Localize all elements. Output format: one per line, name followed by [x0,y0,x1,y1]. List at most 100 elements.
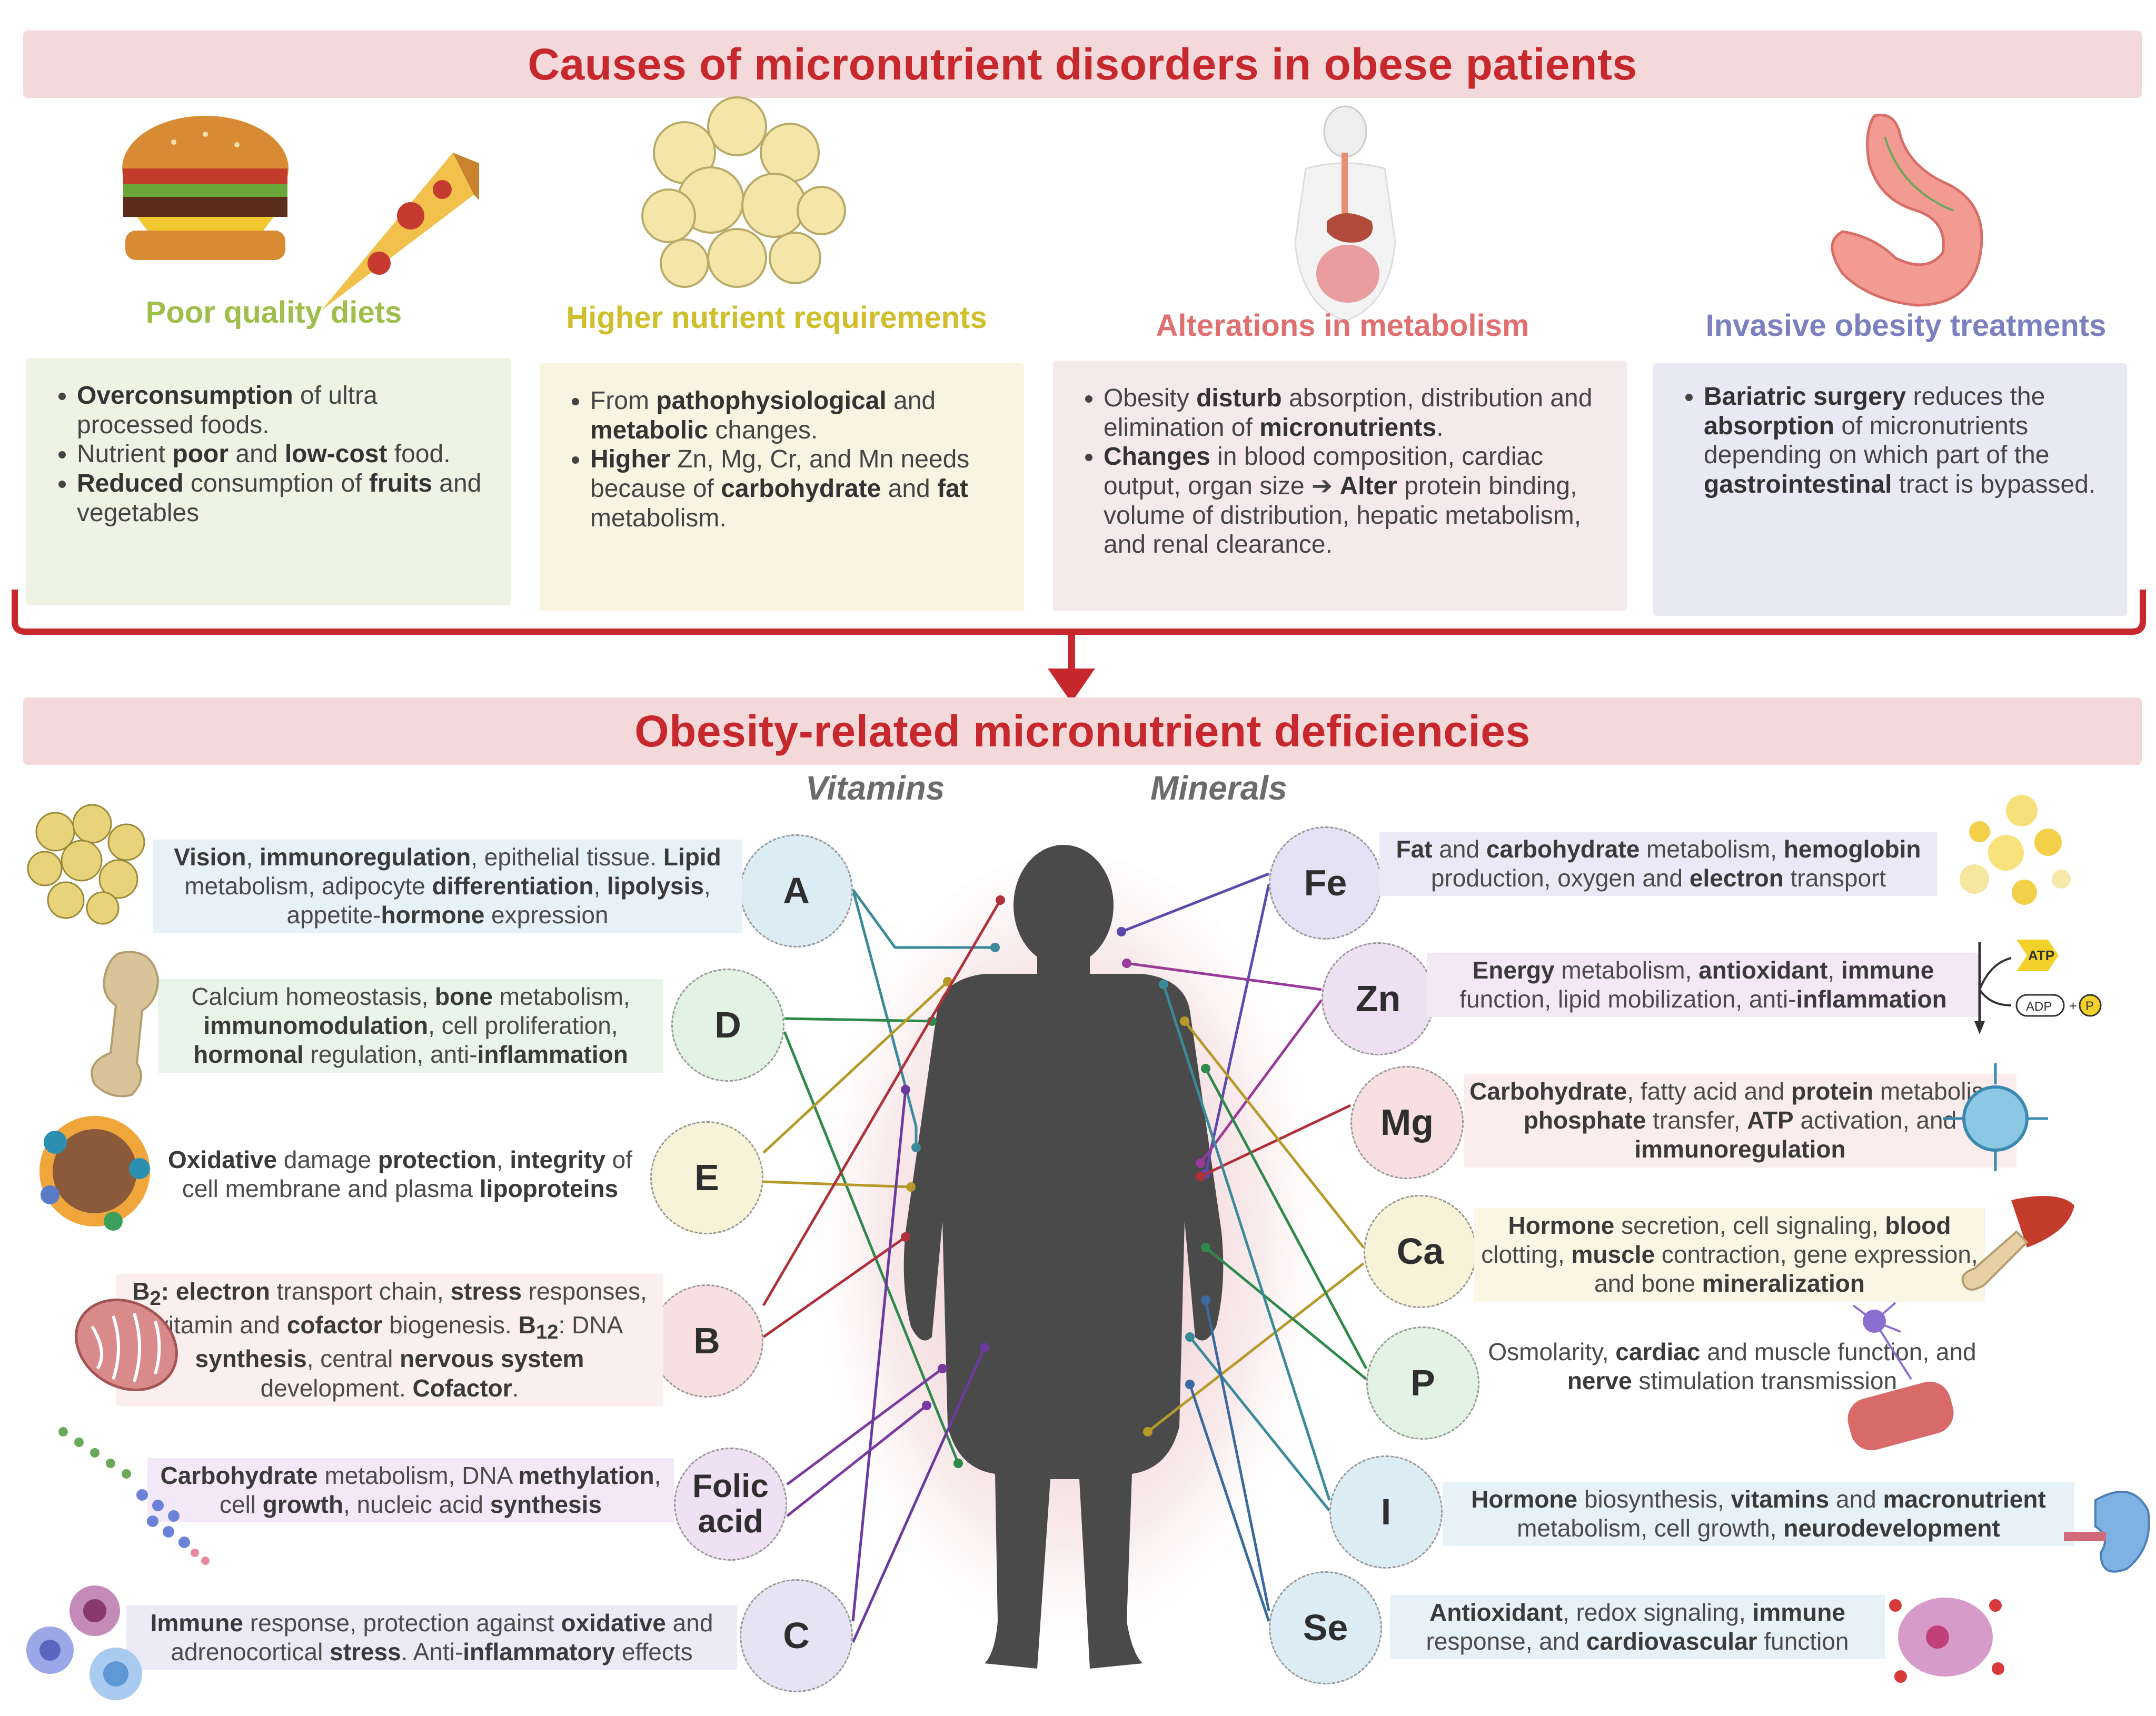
folic-acid-circle: Folic acid [674,1448,787,1561]
mineral-text: Carbohydrate, fatty acid and protein met… [1469,1078,2011,1163]
connector-dot [980,1343,989,1352]
connector-line [851,1089,907,1622]
vitamin-b-circle: B [650,1284,763,1398]
connector-line [1204,1067,1368,1370]
connector-line [1204,884,1270,1174]
phosphate-label: P [2085,999,2094,1013]
connector-dot [1159,980,1168,989]
connector-dot [1122,959,1131,968]
phosphorus-description: Osmolarity, cardiac and muscle function,… [1469,1334,1995,1399]
fat-cells-illustration [641,96,846,288]
causes-banner: Causes of micronutrient disorders in obe… [23,31,2142,98]
adp-label: ADP [2026,1000,2052,1014]
adipocytes-icon [27,804,145,925]
cause-item: Bariatric surgery reduces the absorption… [1704,382,2106,500]
pizza-icon [321,153,479,311]
immune-cells-icon [26,1585,142,1700]
cause-box-invasive-treatments: Bariatric surgery reduces the absorption… [1653,363,2127,616]
cause-item: Reduced consumption of fruits and vegeta… [77,469,490,527]
zinc-description: Energy metabolism, antioxidant, immune f… [1427,953,1980,1017]
magnesium-circle: Mg [1350,1066,1464,1179]
cause-box-nutrient-requirements: From pathophysiological and metabolic ch… [540,363,1024,611]
atp-label: ATP [2028,947,2054,963]
selenium-description: Antioxidant, redox signaling, immune res… [1390,1595,1885,1660]
connector-dot [990,943,1000,952]
vitamin-text: Carbohydrate metabolism, DNA methylation… [160,1462,661,1519]
connector-line [1184,1020,1365,1249]
connector-line [1162,984,1331,1501]
vitamin-text: Oxidative damage protection, integrity o… [168,1146,632,1203]
calcium-circle: Ca [1364,1195,1477,1308]
cause-item: Higher Zn, Mg, Cr, and Mn needs because … [590,445,1003,533]
mineral-text: Antioxidant, redox signaling, immune res… [1426,1599,1849,1655]
cause-title-nutrient-requirements: Higher nutrient requirements [566,301,987,335]
convergence-arrow [12,590,2146,703]
immune-cell-icon [1943,1063,2048,1171]
connector-line [762,899,1002,1306]
connector-line [1204,1300,1270,1611]
connector-dot [906,1182,916,1192]
burger-icon [122,116,289,260]
vitamin-e-circle: E [650,1121,763,1234]
cause-item: Overconsumption of ultra processed foods… [77,381,490,440]
connector-dot [1143,1427,1152,1436]
connector-line [786,1404,928,1517]
vitamin-text: Calcium homeostasis, bone metabolism, im… [191,983,630,1069]
cause-item: Nutrient poor and low-cost food. [77,440,490,469]
cause-item: Changes in blood composition, cardiac ou… [1104,442,1606,560]
connector-line [1121,872,1269,933]
mineral-text: Fat and carbohydrate metabolism, hemoglo… [1396,835,1921,892]
connector-dot [1201,1243,1210,1252]
stomach-illustration [1831,113,1983,307]
person-silhouette-icon [903,845,1224,1669]
deficiencies-title: Obesity-related micronutrient deficienci… [634,706,1531,756]
iodine-description: Hormone biosynthesis, vitamins and macro… [1443,1482,2074,1547]
vitamin-a-circle: A [740,834,853,947]
mineral-text: Osmolarity, cardiac and muscle function,… [1488,1338,1976,1395]
lipoprotein-icon [39,1116,150,1231]
cause-item: From pathophysiological and metabolic ch… [590,386,1003,445]
mineral-text: Hormone biosynthesis, vitamins and macro… [1471,1485,2046,1542]
mineral-text: Energy metabolism, antioxidant, immune f… [1459,956,1947,1013]
burger-pizza-illustration [122,116,479,311]
connector-line [1147,1262,1365,1433]
connector-line [783,1031,960,1464]
cause-title-poor-diets: Poor quality diets [145,295,402,330]
cause-box-metabolism: Obesity disturb absorption, distribution… [1053,361,1627,611]
connector-line [851,1346,986,1643]
connector-line [784,1017,932,1023]
vitamin-b-description: B2: electron transport chain, stress res… [116,1274,663,1406]
minerals-label: Minerals [1150,769,1287,807]
connector-dot [938,1364,947,1373]
vitamin-text: Vision, immunoregulation, epithelial tis… [174,843,721,929]
mitochondria-icon [75,1299,178,1391]
connector-line [1126,962,1322,991]
deficiencies-banner: Obesity-related micronutrient deficienci… [23,697,2142,765]
connector-dot [1185,1332,1195,1342]
atp-cycle-icon: ATP ADP + P [1974,940,2102,1034]
folic-acid-description: Carbohydrate metabolism, DNA methylation… [147,1458,674,1523]
svg-text:+: + [2069,998,2077,1014]
connector-dot [911,1143,921,1152]
vitamin-text: Immune response, protection against oxid… [150,1609,713,1666]
connector-line [763,1180,911,1189]
cause-item: Obesity disturb absorption, distribution… [1104,384,1606,442]
connector-line [1189,1336,1330,1512]
connector-dot [922,1401,931,1410]
vitamin-c-description: Immune response, protection against oxid… [126,1605,737,1670]
vitamin-d-circle: D [671,969,784,1082]
vitamin-e-description: Oxidative damage protection, integrity o… [147,1142,653,1206]
connector-dot [1185,1380,1195,1389]
causes-title: Causes of micronutrient disorders in obe… [528,39,1637,89]
folate-molecule-icon [58,1427,210,1565]
vitamin-c-circle: C [740,1579,853,1692]
muscle-bone-icon [1961,1196,2074,1291]
connector-dot [1117,927,1126,936]
selenium-circle: Se [1269,1571,1382,1684]
connector-line [851,889,918,1148]
bone-icon [91,951,160,1098]
oxidative-stress-icon [1889,1598,2004,1683]
iron-particles-icon [1960,795,2071,905]
connector-line [762,981,949,1154]
zinc-circle: Zn [1322,942,1435,1055]
